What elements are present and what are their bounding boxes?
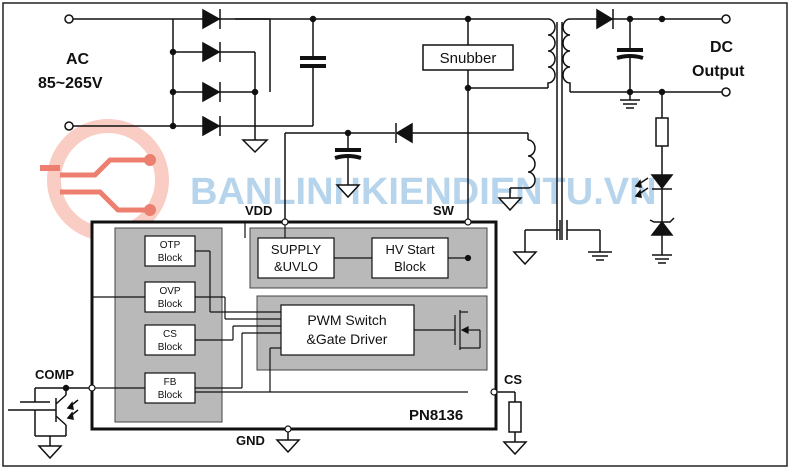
svg-text:Block: Block — [158, 299, 183, 310]
hv-start-block: HV Start Block — [371, 237, 449, 279]
comp-optocoupler — [8, 384, 89, 460]
snubber-box — [422, 44, 514, 71]
vdd-pin-label: VDD — [245, 203, 272, 218]
svg-text:&UVLO: &UVLO — [274, 259, 318, 274]
watermark-text: BANLINHKIENDIENTU.VN — [190, 171, 657, 213]
svg-text:CS: CS — [163, 329, 177, 340]
pwm-gate-driver-block: PWM Switch &Gate Driver — [280, 304, 415, 356]
ac-input — [64, 14, 313, 131]
ovp-block: OVP Block — [144, 281, 196, 313]
internal-wiring — [88, 218, 498, 433]
svg-text:Block: Block — [158, 390, 183, 401]
svg-text:Block: Block — [158, 342, 183, 353]
comp-pin-label: COMP — [35, 367, 74, 382]
cs-block: CS Block — [144, 324, 196, 356]
y-capacitor — [512, 220, 612, 266]
snubber-label: Snubber — [440, 50, 497, 67]
ac-range-label: 85~265V — [38, 75, 103, 92]
cs-pin-label: CS — [504, 372, 522, 387]
ac-label: AC — [66, 51, 90, 68]
svg-text:FB: FB — [164, 377, 177, 388]
svg-text:PWM Switch: PWM Switch — [307, 312, 386, 328]
svg-text:OTP: OTP — [160, 240, 181, 251]
dc-output-label: Output — [692, 63, 745, 80]
svg-text:OVP: OVP — [159, 286, 180, 297]
secondary-output — [570, 8, 731, 264]
supply-uvlo-block: SUPPLY &UVLO — [257, 237, 335, 279]
svg-text:HV Start: HV Start — [385, 242, 435, 257]
gnd-pin-label: GND — [236, 433, 265, 448]
otp-block: OTP Block — [144, 235, 196, 267]
cs-resistor — [497, 391, 528, 456]
svg-text:Block: Block — [394, 259, 426, 274]
aux-supply — [284, 122, 529, 222]
chip-name-label: PN8136 — [409, 407, 463, 424]
bridge-rectifier — [169, 8, 271, 154]
fb-block: FB Block — [144, 372, 196, 404]
svg-text:Block: Block — [158, 253, 183, 264]
sw-pin-label: SW — [433, 203, 455, 218]
svg-text:&Gate Driver: &Gate Driver — [307, 331, 388, 347]
gnd-symbol — [275, 432, 301, 454]
dc-label: DC — [710, 39, 734, 56]
svg-text:SUPPLY: SUPPLY — [271, 242, 322, 257]
transformer — [527, 18, 571, 240]
